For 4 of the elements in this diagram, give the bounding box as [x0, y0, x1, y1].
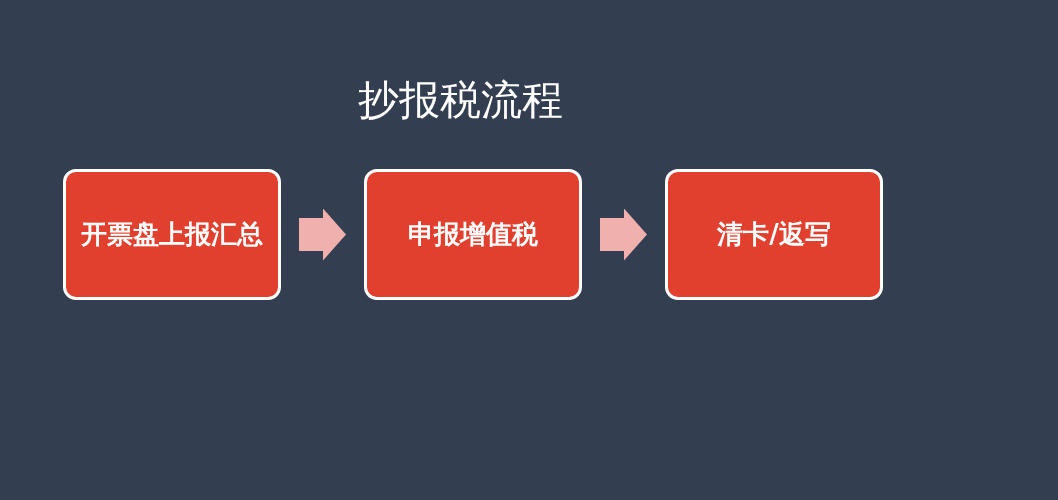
- process-box: 申报增值税: [364, 169, 582, 300]
- title: 抄报税流程: [358, 76, 563, 124]
- process-box: 清卡/返写: [665, 169, 883, 300]
- process-box: 开票盘上报汇总: [63, 169, 281, 300]
